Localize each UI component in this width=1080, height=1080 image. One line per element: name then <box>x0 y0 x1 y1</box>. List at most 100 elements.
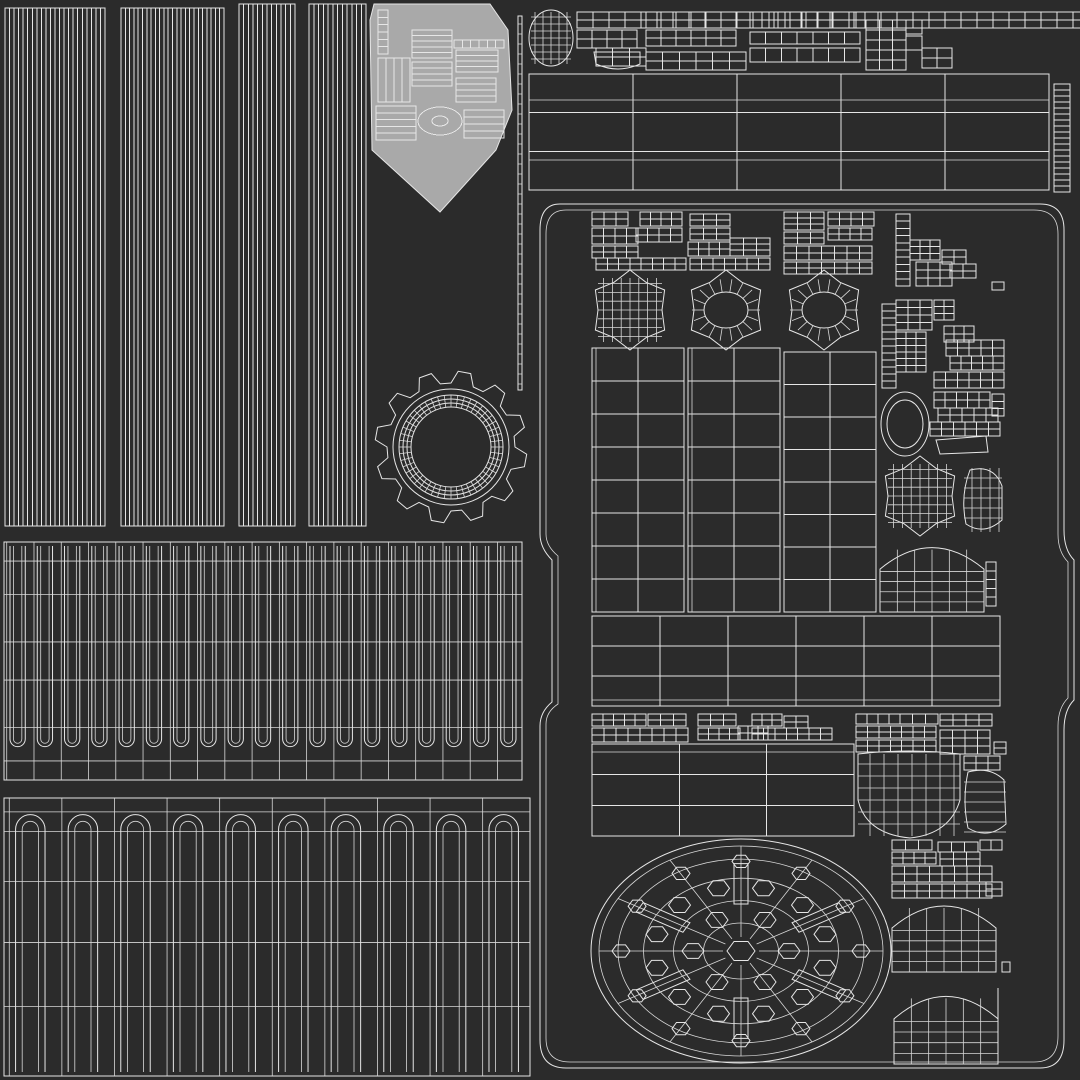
uv-edge <box>840 289 851 299</box>
uv-edge <box>693 298 706 305</box>
uv-edge <box>399 439 412 443</box>
disk-hole <box>753 912 777 928</box>
flute <box>200 546 217 748</box>
disk-ring <box>673 900 809 1002</box>
disk-hole <box>790 897 815 913</box>
grid-island <box>905 35 923 51</box>
grid-island <box>909 239 941 261</box>
uv-edge <box>736 282 744 295</box>
uv-edge <box>693 315 706 322</box>
disk-hole <box>777 943 801 959</box>
flute <box>67 814 99 1072</box>
flute <box>488 814 519 1072</box>
flute <box>172 814 204 1072</box>
flute <box>285 546 295 744</box>
uv-edge <box>834 325 842 338</box>
uv-edge <box>742 289 753 299</box>
corrugated-frame <box>3 797 531 1077</box>
flute <box>232 821 250 1072</box>
disk-hole <box>835 989 855 1003</box>
flute <box>227 546 244 748</box>
flute <box>67 546 77 744</box>
disk-hole <box>645 959 669 976</box>
flute <box>176 546 186 744</box>
uv-edge <box>719 279 723 293</box>
grid-island <box>991 281 1005 291</box>
flute <box>149 546 159 744</box>
uv-edge <box>708 282 716 295</box>
uv-edge <box>746 315 759 322</box>
uv-edge <box>405 420 417 428</box>
disk-hole <box>835 899 855 913</box>
uv-edge <box>617 898 726 945</box>
uv-edge <box>402 461 415 468</box>
pot-part <box>857 750 961 839</box>
uv-edge <box>840 321 851 331</box>
disk-hole <box>645 926 669 943</box>
thin-vertical-strip <box>517 15 523 391</box>
disk-hole <box>667 897 692 913</box>
disk-hole <box>671 1022 691 1036</box>
uv-edge <box>482 415 493 423</box>
uv-edge <box>729 327 733 341</box>
flute <box>391 546 408 748</box>
uv-edge <box>708 325 716 338</box>
flute <box>231 546 241 744</box>
uv-edge <box>405 466 417 474</box>
uv-edge <box>742 321 753 331</box>
disk-hole <box>627 899 647 913</box>
uv-edge <box>791 298 804 305</box>
uv-edge <box>834 282 842 295</box>
uv-edge <box>827 327 831 341</box>
uv-edge <box>797 289 808 299</box>
flute <box>337 821 355 1072</box>
flute <box>284 821 302 1072</box>
flute <box>74 820 92 1072</box>
disk-hole <box>751 880 776 897</box>
flower-part <box>690 269 762 351</box>
uv-edge <box>746 298 759 305</box>
disk-hole <box>706 1005 731 1022</box>
uv-edge <box>490 439 503 443</box>
flower-part <box>788 269 860 351</box>
uv-edge <box>719 327 723 341</box>
uv-edge <box>490 451 503 455</box>
disk-slot <box>733 997 749 1039</box>
flute <box>340 546 350 744</box>
corrugated-panel-upper <box>3 541 523 781</box>
dome-part <box>879 547 985 613</box>
grid-island <box>985 561 997 607</box>
uv-edge <box>729 279 733 293</box>
flute <box>442 821 460 1072</box>
flute <box>312 546 323 744</box>
flute <box>495 821 513 1072</box>
flute <box>36 546 54 748</box>
flute <box>418 546 435 748</box>
uv-edge <box>424 401 432 413</box>
uv-edge <box>400 433 413 438</box>
disk-slot <box>635 969 691 1001</box>
disk-ring <box>643 877 839 1025</box>
flute <box>145 546 163 748</box>
disk-slot <box>635 901 691 933</box>
container-inner <box>545 209 1069 1063</box>
flute <box>472 546 490 748</box>
top-right-islands <box>528 9 1080 193</box>
curved-part <box>593 51 641 70</box>
flute <box>503 546 513 744</box>
oval-part <box>880 391 930 457</box>
corrugated-panel-lower <box>3 797 531 1077</box>
uv-edge <box>669 859 733 940</box>
disk-hole <box>790 989 815 1005</box>
disk-hole <box>667 989 692 1005</box>
uv-edge <box>424 481 432 493</box>
flute <box>15 814 46 1072</box>
disk-hole <box>791 866 811 880</box>
uv-edge <box>475 478 483 489</box>
flute <box>282 546 299 748</box>
flute <box>383 814 414 1072</box>
flute <box>449 546 459 744</box>
uv-edge <box>437 396 442 409</box>
disk-hole <box>731 854 751 868</box>
